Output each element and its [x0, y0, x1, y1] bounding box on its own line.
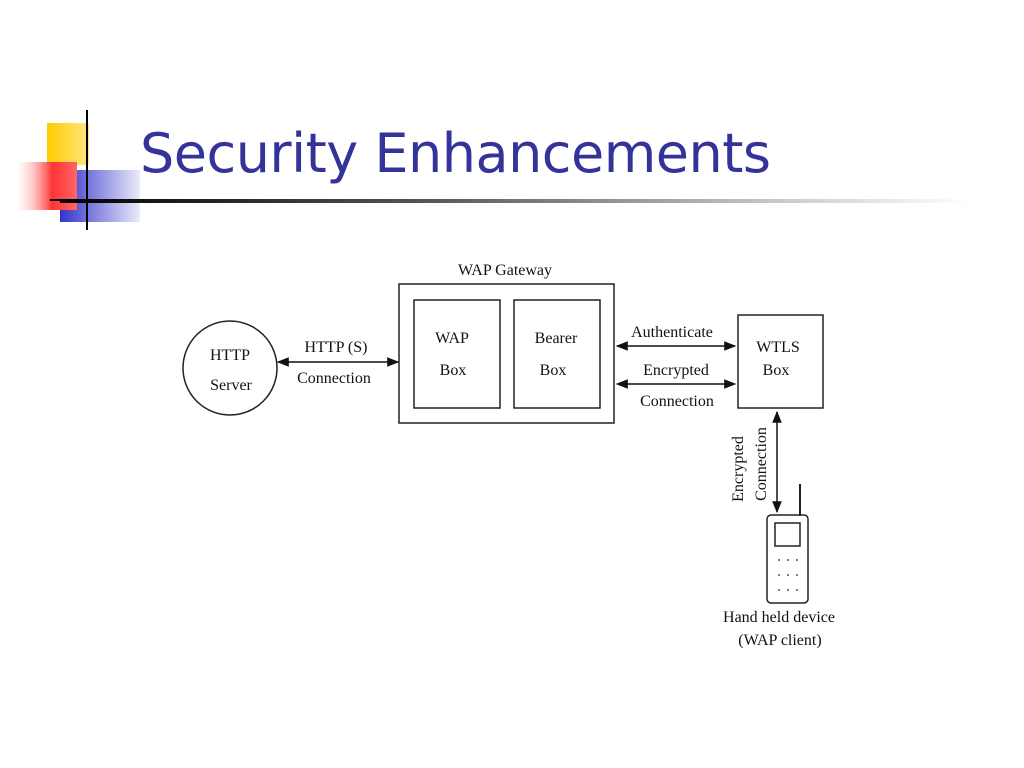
http-link-label-1: HTTP (S) — [305, 339, 368, 356]
http-server-label-2: Server — [210, 377, 252, 394]
device-label-2: (WAP client) — [738, 632, 821, 649]
bearer-box-label-1: Bearer — [535, 330, 578, 347]
vertical-link-label-1: Encrypted — [730, 436, 747, 502]
http-link-label-2: Connection — [297, 370, 371, 387]
slide-title: Security Enhancements — [140, 122, 771, 185]
wap-gateway-box — [398, 283, 615, 424]
device-label-1: Hand held device — [723, 609, 835, 626]
bearer-box-label-2: Box — [540, 362, 567, 379]
wap-box-label-2: Box — [440, 362, 467, 379]
title-underline — [60, 199, 970, 203]
deco-yellow-square — [47, 123, 89, 165]
wap-box-label-1: WAP — [435, 330, 469, 347]
handheld-device-icon — [766, 484, 809, 604]
http-server-label-1: HTTP — [210, 347, 250, 364]
wap-box — [413, 299, 501, 409]
authenticate-label: Authenticate — [631, 324, 713, 341]
encrypted-link-label-2: Connection — [640, 393, 714, 410]
wtls-box — [737, 314, 824, 409]
encrypted-link-label-1: Encrypted — [643, 362, 709, 379]
wap-gateway-label: WAP Gateway — [458, 262, 552, 279]
wtls-box-label-2: Box — [763, 362, 790, 379]
bearer-box — [513, 299, 601, 409]
vertical-link-label-2: Connection — [753, 427, 770, 501]
http-server-node — [182, 320, 278, 416]
wtls-box-label-1: WTLS — [756, 339, 800, 356]
